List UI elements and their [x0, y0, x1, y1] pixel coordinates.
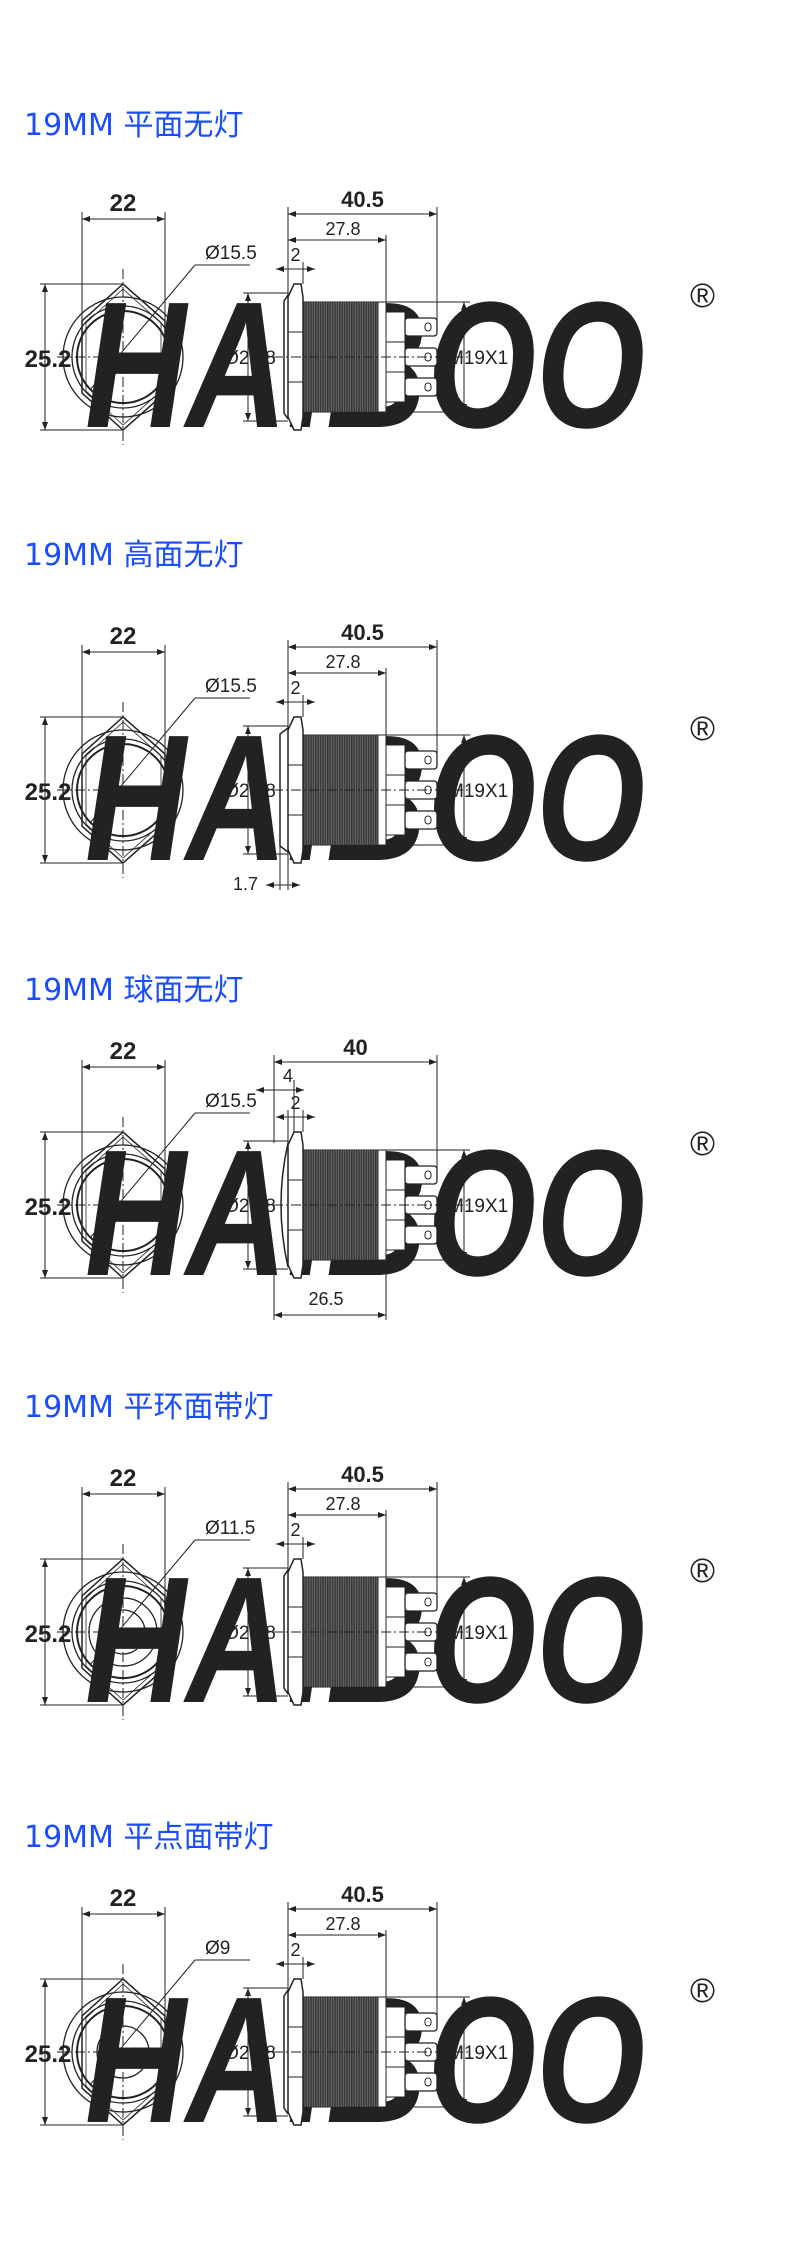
registered-mark: ®	[690, 1125, 715, 1163]
height-label: 25.2	[25, 1621, 72, 1648]
arrowhead-icon	[276, 1961, 315, 1967]
terminal-hole	[424, 322, 432, 332]
registered-mark: ®	[690, 1972, 715, 2010]
arrowhead-icon	[276, 266, 315, 272]
registered-mark: ®	[690, 710, 715, 748]
arrowhead-icon	[276, 699, 315, 705]
terminal-hole	[424, 1657, 432, 1667]
body-diameter-label: Ø21.8	[224, 781, 276, 802]
terminal-tab	[404, 1165, 438, 1185]
terminal-hole	[424, 2077, 432, 2087]
flange-thickness-label: 2	[290, 245, 300, 265]
terminal-hole	[424, 1170, 432, 1180]
total-length-label: 40.5	[341, 187, 384, 212]
terminal-tab	[404, 2072, 438, 2092]
thread-spec-label: M19X1	[448, 1196, 508, 1217]
face-diameter-label: Ø15.5	[205, 676, 257, 697]
button-head	[283, 294, 289, 420]
terminal-hole	[424, 2017, 432, 2027]
terminal-tab	[404, 750, 438, 770]
arrowhead-icon	[276, 1541, 315, 1547]
width-label: 22	[110, 1885, 137, 1912]
face-diameter-label: Ø15.5	[205, 243, 257, 264]
button-head	[283, 1569, 289, 1695]
leader-line	[89, 697, 196, 824]
terminal-hole	[424, 1230, 432, 1240]
registered-mark: ®	[690, 277, 715, 315]
total-length-label: 40	[343, 1035, 367, 1060]
face-diameter-label: Ø11.5	[205, 1518, 255, 1539]
thread-spec-label: M19X1	[448, 2043, 508, 2064]
arrowhead-icon	[276, 1114, 315, 1120]
thread-spec-label: M19X1	[448, 781, 508, 802]
flange-thickness-label: 2	[290, 678, 300, 698]
thread-length-label: 27.8	[325, 652, 360, 672]
section-title: 19MM 平点面带灯	[24, 1820, 274, 1855]
width-label: 22	[110, 190, 137, 217]
terminal-hole	[424, 382, 432, 392]
section-title: 19MM 平环面带灯	[24, 1390, 274, 1425]
button-head	[283, 1989, 289, 2115]
total-length-label: 40.5	[341, 620, 384, 645]
terminal-tab	[404, 1592, 438, 1612]
terminal-hole	[424, 755, 432, 765]
arrowhead-icon	[266, 882, 300, 888]
width-label: 22	[110, 623, 137, 650]
body-diameter-label: Ø21.8	[224, 1196, 276, 1217]
flange-thickness-label: 2	[290, 1940, 300, 1960]
terminal-tab	[404, 1652, 438, 1672]
thread-spec-label: M19X1	[448, 1623, 508, 1644]
thread-length-label: 27.8	[325, 1914, 360, 1934]
total-length-label: 40.5	[341, 1462, 384, 1487]
leader-line	[89, 1959, 196, 2086]
terminal-tab	[404, 2012, 438, 2032]
face-diameter-label: Ø9	[205, 1938, 230, 1959]
dome-height-label: 4	[283, 1066, 293, 1086]
section-title: 19MM 高面无灯	[24, 538, 244, 573]
leader-line	[89, 264, 196, 391]
flange-thickness-label: 2	[290, 1093, 300, 1113]
bottom-length-label: 26.5	[308, 1289, 343, 1309]
total-length-label: 40.5	[341, 1882, 384, 1907]
terminal-hole	[424, 1597, 432, 1607]
leader-line	[89, 1539, 196, 1666]
height-label: 25.2	[25, 2041, 72, 2068]
flange-thickness-label: 2	[290, 1520, 300, 1540]
body-diameter-label: Ø21.8	[224, 1623, 276, 1644]
width-label: 22	[110, 1465, 137, 1492]
body-diameter-label: Ø21.8	[224, 348, 276, 369]
thread-spec-label: M19X1	[448, 348, 508, 369]
body-diameter-label: Ø21.8	[224, 2043, 276, 2064]
section-title: 19MM 平面无灯	[24, 108, 244, 143]
leader-line	[89, 1112, 196, 1239]
section-title: 19MM 球面无灯	[24, 973, 244, 1008]
terminal-tab	[404, 810, 438, 830]
section-high-no-light: HAIBOO®2225.2Ø15.540.527.821.7Ø21.8M19X1…	[0, 470, 790, 912]
terminal-hole	[424, 815, 432, 825]
thread-length-label: 27.8	[325, 1494, 360, 1514]
terminal-tab	[404, 377, 438, 397]
face-diameter-label: Ø15.5	[205, 1091, 257, 1112]
thread-length-label: 27.8	[325, 219, 360, 239]
height-label: 25.2	[25, 1194, 72, 1221]
terminal-tab	[404, 317, 438, 337]
height-label: 25.2	[25, 346, 72, 373]
head-height-label: 1.7	[233, 874, 258, 894]
height-label: 25.2	[25, 779, 72, 806]
width-label: 22	[110, 1038, 137, 1065]
registered-mark: ®	[690, 1552, 715, 1590]
terminal-tab	[404, 1225, 438, 1245]
